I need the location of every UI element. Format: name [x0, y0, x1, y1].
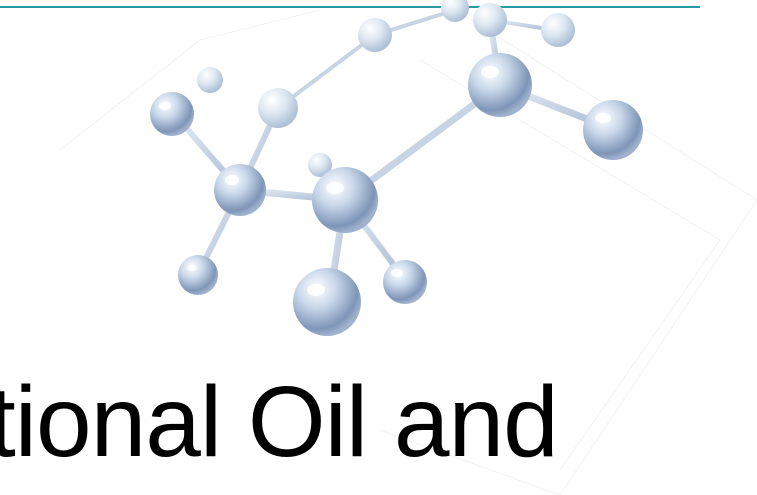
background-pattern [59, 0, 757, 495]
molecule-bonds [172, 8, 614, 299]
slide-headline: tional Oil and [0, 366, 559, 478]
molecule-atoms [150, 0, 643, 336]
header-rule [0, 6, 700, 8]
